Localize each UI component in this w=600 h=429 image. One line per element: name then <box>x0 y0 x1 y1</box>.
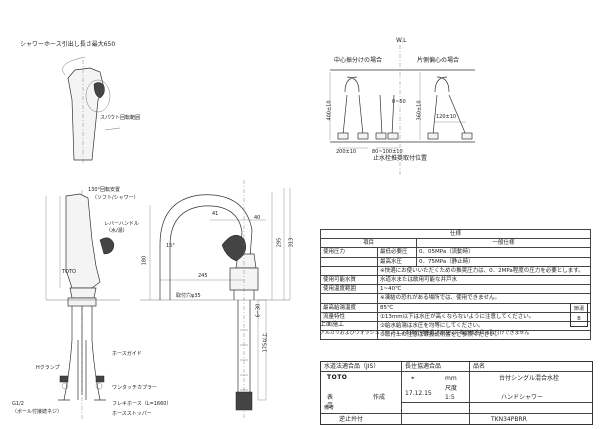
remark: 逆止弁付 <box>339 416 364 423</box>
dim-360: 360±10 <box>416 100 423 121</box>
mark-2: 示 <box>327 402 334 409</box>
scale-label: 尺度 <box>445 385 458 392</box>
table-row: ※凍結の恐れがある場所では、使用できません。 <box>320 293 591 304</box>
dim-41: 41 <box>212 211 219 217</box>
one-touch-label: ワンタッチカプラー <box>112 385 158 391</box>
table-row: 使用可能水質水道水または飲用可能な井戸水 <box>320 274 591 286</box>
tag-line-1: 節湯 <box>573 306 584 312</box>
unit-icon: ⌖ <box>411 375 415 382</box>
unit-label: mm <box>445 375 457 382</box>
dim-313: 313 <box>288 237 295 248</box>
one-side-label: 片側偏心の場合 <box>417 57 460 64</box>
spout-view <box>140 180 290 420</box>
angle-15: 15° <box>166 243 175 249</box>
water-label: （水/湯） <box>106 228 128 234</box>
sparkle-label: スパウト回転範囲 <box>100 115 141 121</box>
drafter-label: 作成 <box>373 394 386 401</box>
dim-400: 400±10 <box>326 100 333 121</box>
dim-175: 175以上 <box>262 332 269 353</box>
water-saving-tag: 節湯 B <box>570 303 588 327</box>
product: ハンドシャワー <box>501 394 544 401</box>
table-row: ③取付上の注意は取扱説明書をご参照ください。 <box>320 330 591 341</box>
flex-hose-label: フレキホース（L=1660） <box>112 401 172 407</box>
h-clamp-label: Hクランプ <box>36 365 60 371</box>
dim-295: 295 <box>276 237 283 248</box>
model-number: TKN34PBRR <box>491 416 527 423</box>
spec-title: 仕様 <box>320 228 591 240</box>
mark-1: 表 <box>327 394 334 401</box>
spec-col-value: 一般仕様 <box>416 238 591 249</box>
dim-245: 245 <box>198 273 208 279</box>
g12-label: G1/2 <box>12 401 24 407</box>
front-view <box>45 190 120 420</box>
title-block: 水道法適合品（JIS） 長住協適合品 品名 台付シングル混合水栓 TOTO ⌖ … <box>320 361 593 425</box>
wl-label: W.L <box>396 37 407 44</box>
dim-120: 120±10 <box>436 114 457 120</box>
side-view-top <box>62 56 121 165</box>
jis-label: 水道法適合品（JIS） <box>324 363 380 370</box>
date: 17.12.15 <box>405 390 432 397</box>
dim-6-30: 6~30 <box>255 303 262 318</box>
dim-180: 180 <box>141 255 148 266</box>
table-row: ※快適にお使いいただくための推奨圧力は、0．2MPa程度の圧力を必要とします。 <box>320 265 591 276</box>
soft-shower-label: （ソフト/シャワー） <box>92 195 139 201</box>
product-name: 台付シングル混合水栓 <box>499 375 560 382</box>
scale: 1:5 <box>445 394 455 401</box>
center-split-label: 中心振分けの場合 <box>334 57 383 64</box>
hose-stopper-label: ホースストッパー <box>112 411 152 417</box>
remark-label: 備考 <box>324 405 335 411</box>
rotation-130-label: 130°回転安置 <box>88 187 121 193</box>
spec-note-2: アルカリおよびウォッシュアップエコ本体分岐金具アルカリ先端分岐金具は取付けできま… <box>320 330 530 336</box>
toku-label: 長住協適合品 <box>405 363 442 370</box>
mount-position-label: 止水栓推奨取付位置 <box>373 155 428 162</box>
tag-line-2: B <box>577 316 581 322</box>
connection-label: （ボール付接続ネジ） <box>12 409 63 415</box>
hose-length-note: シャワーホース引出し長さ最大650 <box>20 41 116 48</box>
mount-diagrams <box>329 45 475 175</box>
spec-col-item: 項目 <box>320 238 417 249</box>
mount-hole-label: 取付穴φ35 <box>176 293 201 299</box>
hose-guide-label: ホースガイド <box>112 351 142 357</box>
spec-note-1: 上面施工 <box>320 321 345 328</box>
dim-0-50: 0~50 <box>392 99 406 105</box>
lever-handle-label: レバーハンドル <box>104 221 139 227</box>
toto-small: TOTO <box>62 269 76 275</box>
dim-80: 80~100±10 <box>372 149 403 155</box>
dim-40: 40 <box>254 215 261 221</box>
dim-200: 200±10 <box>336 149 357 155</box>
toto-logo: TOTO <box>327 374 348 381</box>
name-label: 品名 <box>473 363 486 370</box>
